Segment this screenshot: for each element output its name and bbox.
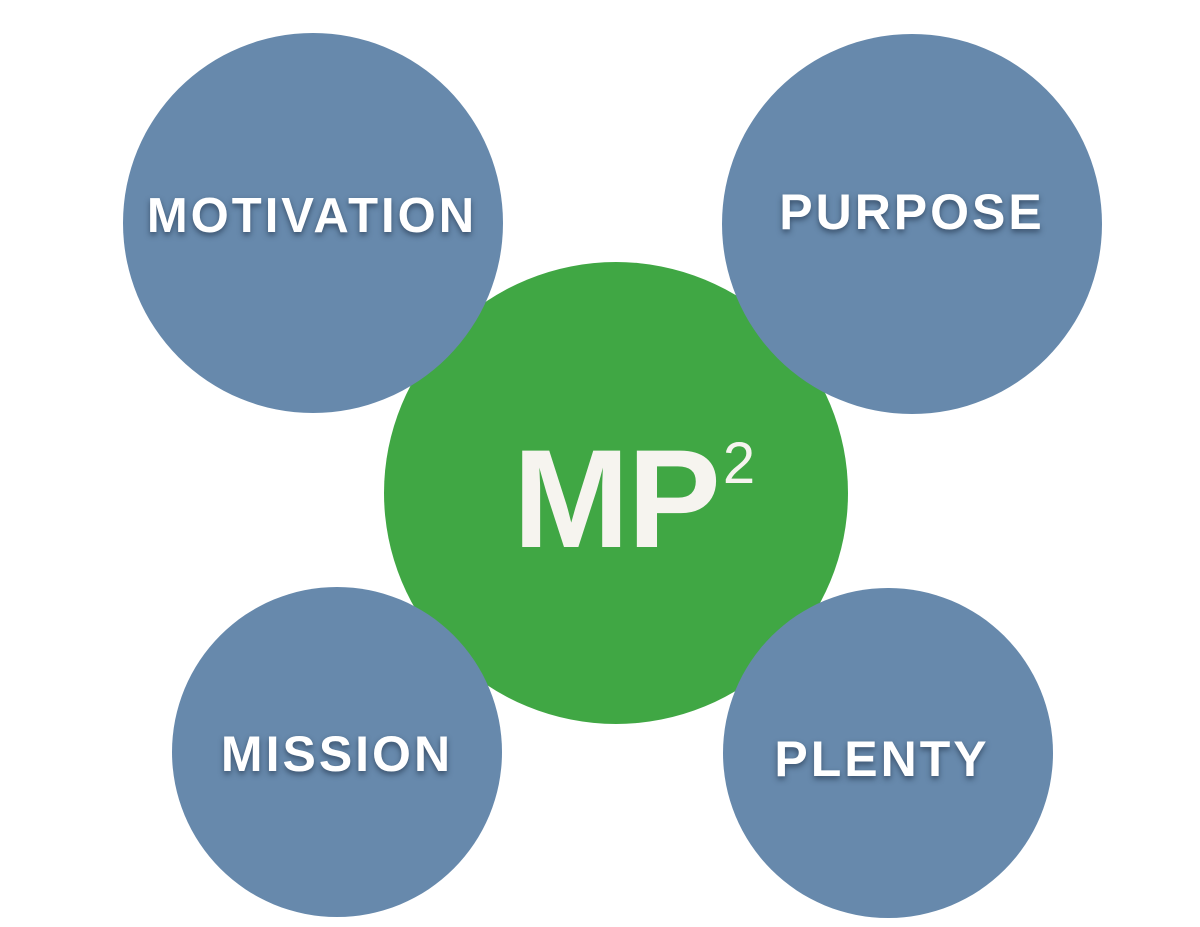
center-superscript: 2 bbox=[722, 431, 756, 496]
purpose-circle: PURPOSE bbox=[722, 34, 1102, 414]
center-label: MP bbox=[512, 420, 721, 577]
plenty-label: PLENTY bbox=[774, 731, 990, 787]
plenty-circle: PLENTY bbox=[723, 588, 1053, 918]
mission-circle: MISSION bbox=[172, 587, 502, 917]
purpose-label: PURPOSE bbox=[779, 184, 1045, 240]
motivation-circle: MOTIVATION bbox=[123, 33, 503, 413]
motivation-label: MOTIVATION bbox=[146, 188, 478, 243]
mission-label: MISSION bbox=[220, 726, 454, 782]
center-logo: MP2 bbox=[513, 429, 755, 569]
